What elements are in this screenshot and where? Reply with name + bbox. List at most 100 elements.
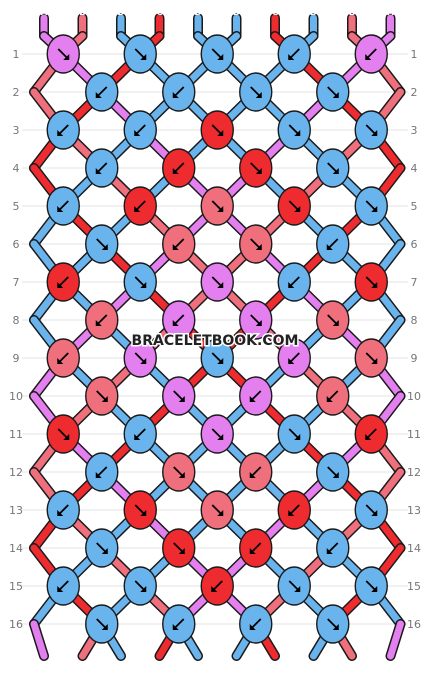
knot-arrowhead-icon (371, 358, 378, 364)
knot-arrowhead-icon (172, 92, 179, 98)
knot[interactable] (123, 34, 157, 74)
knot[interactable] (239, 376, 273, 416)
knot[interactable] (316, 604, 350, 644)
strand-letter-top: D (194, 8, 201, 18)
knot-arrowhead-icon (326, 548, 333, 554)
knot-arrowhead-icon (140, 586, 147, 592)
knot[interactable] (277, 34, 311, 74)
knot[interactable] (123, 566, 157, 606)
knot[interactable] (277, 186, 311, 226)
knot[interactable] (316, 148, 350, 188)
knot-arrowhead-icon (371, 510, 378, 516)
knot[interactable] (277, 566, 311, 606)
knot[interactable] (316, 528, 350, 568)
knot[interactable] (162, 148, 196, 188)
knot[interactable] (239, 72, 273, 112)
knot-arrowhead-icon (63, 54, 70, 60)
knot[interactable] (239, 224, 273, 264)
knot[interactable] (239, 604, 273, 644)
knot[interactable] (162, 300, 196, 340)
knot-arrowhead-icon (134, 206, 141, 212)
knot-arrowhead-icon (255, 92, 262, 98)
knot[interactable] (162, 452, 196, 492)
knot[interactable] (277, 110, 311, 150)
knot[interactable] (354, 186, 388, 226)
knot-arrowhead-icon (217, 282, 224, 288)
knot[interactable] (85, 376, 119, 416)
knot[interactable] (85, 224, 119, 264)
knot[interactable] (123, 262, 157, 302)
knot[interactable] (200, 566, 234, 606)
knot-arrowhead-icon (249, 624, 256, 630)
knot-arrowhead-icon (371, 282, 378, 288)
knot-arrowhead-icon (365, 54, 372, 60)
knot[interactable] (46, 414, 80, 454)
knot-arrowhead-icon (57, 282, 64, 288)
knot[interactable] (85, 604, 119, 644)
knot[interactable] (239, 452, 273, 492)
knot[interactable] (316, 72, 350, 112)
strand-letter-bottom: D (233, 662, 240, 672)
row-number-left: 12 (9, 466, 23, 479)
knot[interactable] (200, 338, 234, 378)
knot[interactable] (277, 414, 311, 454)
knot[interactable] (46, 34, 80, 74)
knot-arrowhead-icon (288, 358, 295, 364)
knot[interactable] (316, 452, 350, 492)
knot[interactable] (277, 262, 311, 302)
knot[interactable] (200, 110, 234, 150)
knot-arrowhead-icon (326, 244, 333, 250)
knot[interactable] (200, 414, 234, 454)
knot-arrowhead-icon (95, 168, 102, 174)
knot[interactable] (200, 34, 234, 74)
knot[interactable] (123, 110, 157, 150)
knot[interactable] (239, 528, 273, 568)
knot-arrowhead-icon (178, 396, 185, 402)
knot[interactable] (316, 300, 350, 340)
strand-letter-top: C (156, 8, 163, 18)
knot[interactable] (354, 490, 388, 530)
knot[interactable] (123, 414, 157, 454)
knot[interactable] (354, 414, 388, 454)
knot[interactable] (162, 376, 196, 416)
knot[interactable] (354, 262, 388, 302)
knot[interactable] (354, 110, 388, 150)
knot[interactable] (123, 490, 157, 530)
knot[interactable] (316, 224, 350, 264)
knot-arrowhead-icon (255, 168, 262, 174)
knot[interactable] (316, 376, 350, 416)
knot[interactable] (162, 528, 196, 568)
knot[interactable] (354, 338, 388, 378)
knot[interactable] (239, 300, 273, 340)
knot-arrowhead-icon (134, 130, 141, 136)
row-number-right: 7 (411, 276, 418, 289)
knot[interactable] (46, 262, 80, 302)
knot[interactable] (46, 186, 80, 226)
knot[interactable] (46, 110, 80, 150)
knot[interactable] (85, 300, 119, 340)
knot[interactable] (239, 148, 273, 188)
watermark-text: BRACELETBOOK.COM (132, 333, 299, 349)
knot[interactable] (46, 490, 80, 530)
knot[interactable] (162, 72, 196, 112)
knot[interactable] (85, 452, 119, 492)
knot[interactable] (162, 224, 196, 264)
knot[interactable] (200, 262, 234, 302)
knot[interactable] (162, 604, 196, 644)
knot[interactable] (85, 148, 119, 188)
knot[interactable] (354, 566, 388, 606)
knot[interactable] (85, 72, 119, 112)
knot[interactable] (46, 566, 80, 606)
knot[interactable] (200, 490, 234, 530)
knot[interactable] (123, 338, 157, 378)
knot[interactable] (46, 338, 80, 378)
knot[interactable] (277, 490, 311, 530)
knot-arrowhead-icon (217, 510, 224, 516)
knot[interactable] (200, 186, 234, 226)
knot[interactable] (354, 34, 388, 74)
knot[interactable] (123, 186, 157, 226)
knot-arrowhead-icon (57, 130, 64, 136)
knot-arrowhead-icon (57, 358, 64, 364)
knot[interactable] (85, 528, 119, 568)
knot[interactable] (277, 338, 311, 378)
